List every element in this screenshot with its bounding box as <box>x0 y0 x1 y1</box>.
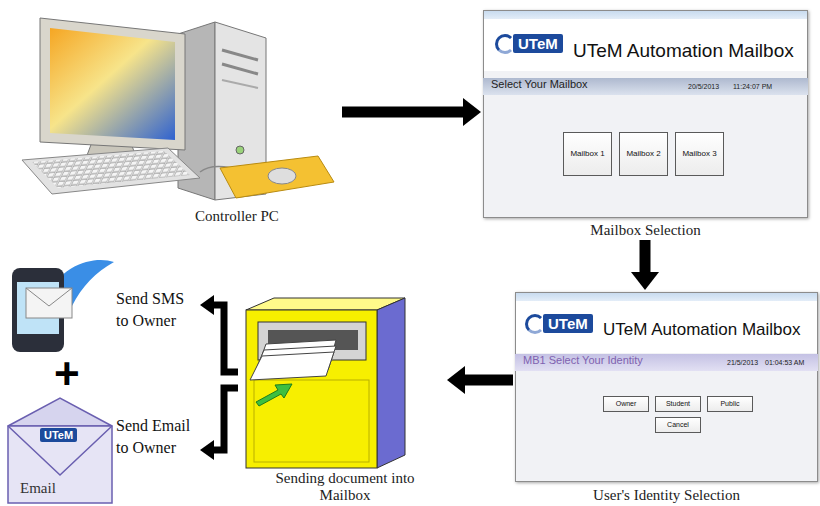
arrow-shaft <box>214 305 238 372</box>
flow-arrow <box>631 240 659 290</box>
node-text: Mailbox 1 <box>570 149 604 158</box>
node-text: Owner <box>616 400 637 408</box>
arrow-shaft <box>342 107 463 118</box>
caption: Send SMS to Owner <box>116 288 194 331</box>
sms-node: Send SMS to Owner <box>2 255 198 355</box>
logo-globe <box>495 34 515 54</box>
button: Owner <box>603 396 649 412</box>
node-text: Public <box>720 400 739 408</box>
pc-node: Controller PC <box>2 10 340 232</box>
button: Mailbox 1 <box>563 132 612 176</box>
node-text: Mailbox 3 <box>682 149 716 158</box>
controller-pc-illustration <box>22 18 334 200</box>
caption: Mailbox Selection <box>483 222 808 239</box>
caption: Send Email to Owner <box>116 415 194 458</box>
node-text: Student <box>666 400 690 408</box>
flow-arrow <box>200 388 238 460</box>
arrow-head <box>447 366 465 394</box>
time-text: 11:24:07 PM <box>733 83 772 90</box>
arrow-head <box>200 295 214 315</box>
caption: User's Identity Selection <box>515 487 818 504</box>
email-word: Email <box>20 480 56 497</box>
button: Cancel <box>655 417 701 433</box>
arrow-shaft <box>465 375 513 386</box>
logo-text: UTeM <box>543 314 593 333</box>
mailbox-node: Sending document into Mailbox <box>240 298 445 506</box>
button: Mailbox 2 <box>619 132 668 176</box>
email-node: UTeM Email Send Email to Owner <box>2 395 198 505</box>
flow-arrow <box>200 295 238 372</box>
node-text: Cancel <box>667 421 689 429</box>
logo-text: UTeM <box>513 34 563 53</box>
arrow-head <box>463 98 481 126</box>
button: Mailbox 3 <box>675 132 724 176</box>
arrow-shaft <box>214 388 238 450</box>
arrow-head <box>631 272 659 290</box>
phone-sms-icon <box>12 260 114 352</box>
arrow-shaft <box>640 240 651 272</box>
mailbox-illustration <box>246 298 405 468</box>
screen-window: UTeMUTeM Automation MailboxMB1 Select Yo… <box>515 292 818 506</box>
plus-sign: + <box>54 352 80 396</box>
caption: Sending document into Mailbox <box>250 470 440 503</box>
button: Student <box>655 396 701 412</box>
date-text: 20/5/2013 <box>688 83 719 90</box>
window-title: UTeM Automation Mailbox <box>603 320 800 340</box>
caption: Controller PC <box>152 208 322 225</box>
button: Public <box>707 396 753 412</box>
flow-arrow <box>342 98 481 126</box>
time-text: 01:04:53 AM <box>765 359 804 366</box>
arrow-head <box>200 440 214 460</box>
date-text: 21/5/2013 <box>727 359 758 366</box>
screen-window: UTeMUTeM Automation MailboxSelect Your M… <box>483 10 808 238</box>
node-text: Mailbox 2 <box>626 149 660 158</box>
email-envelope-icon <box>8 398 112 503</box>
logo-globe <box>525 314 545 334</box>
logo-text: UTeM <box>40 428 77 442</box>
window-title: UTeM Automation Mailbox <box>573 40 794 62</box>
flow-arrow <box>447 366 513 394</box>
